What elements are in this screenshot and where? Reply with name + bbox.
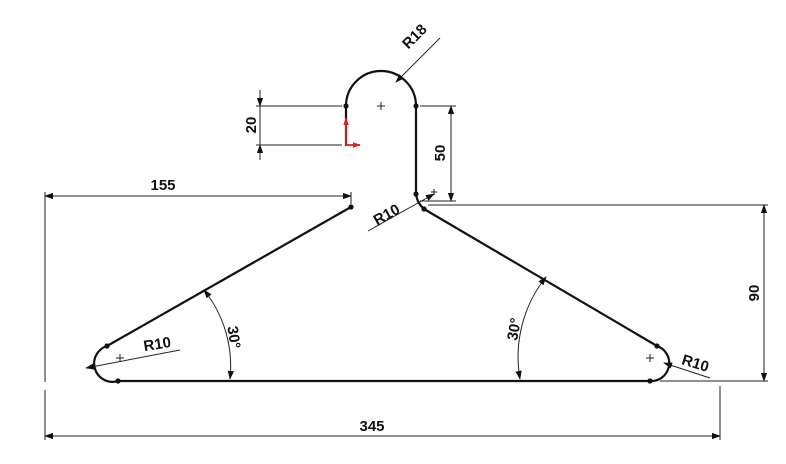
dim-right-angle-label: 30° (504, 317, 525, 342)
dim-left-angle-label: 30° (223, 325, 243, 350)
dim-hook-height[interactable]: 50 (420, 105, 456, 202)
hook-center-mark (377, 102, 385, 110)
hook-arc (344, 69, 418, 108)
dim-height[interactable]: 90 (428, 204, 768, 382)
point (348, 204, 354, 210)
dim-total-width[interactable]: 345 (44, 386, 721, 440)
right-arm (422, 207, 659, 348)
dim-hook-offset[interactable]: 20 (243, 90, 342, 160)
dim-hook-radius[interactable]: R18 (395, 21, 441, 83)
dim-total-width-label: 345 (359, 418, 384, 435)
point (421, 206, 427, 212)
center-marks (116, 102, 654, 362)
left-arm (105, 205, 353, 348)
dim-right-angle[interactable]: 30° (504, 276, 547, 380)
point (647, 378, 653, 384)
dim-right-corner-radius[interactable]: R10 (663, 352, 711, 379)
sketch-points (104, 103, 660, 384)
origin-marker (343, 117, 361, 148)
dim-hook-offset-label: 20 (243, 117, 260, 134)
left-corner-center-mark (116, 354, 124, 362)
right-corner-center-mark (646, 354, 654, 362)
dim-top-width[interactable]: 155 (44, 177, 352, 382)
dim-left-corner-radius-label: R10 (142, 334, 172, 355)
point (104, 343, 110, 349)
point (654, 343, 660, 349)
dim-neck-radius-label: R10 (371, 201, 403, 229)
dim-left-angle[interactable]: 30° (203, 289, 243, 380)
dim-right-corner-radius-label: R10 (680, 352, 711, 376)
dim-hook-radius-label: R18 (399, 21, 430, 52)
dim-hook-height-label: 50 (432, 145, 449, 162)
dim-top-width-label: 155 (150, 177, 175, 194)
dim-height-label: 90 (746, 285, 763, 302)
point (343, 103, 349, 109)
point (413, 191, 419, 197)
dim-neck-radius[interactable]: R10 (367, 193, 435, 232)
point (413, 103, 419, 109)
point (115, 378, 121, 384)
left-corner-arc (93, 344, 120, 383)
dim-left-corner-radius[interactable]: R10 (85, 334, 181, 370)
